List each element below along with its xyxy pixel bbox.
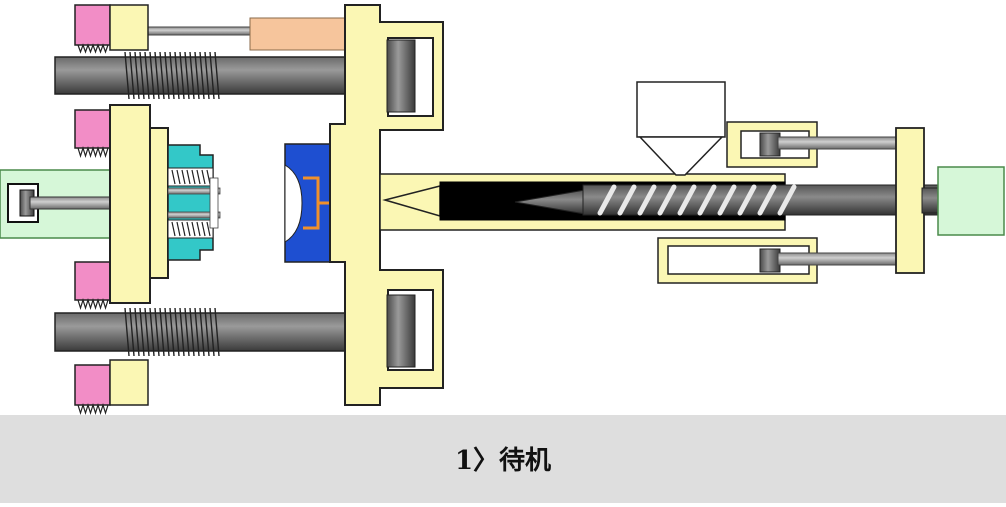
hopper (636, 81, 726, 176)
fixed-mold-half (284, 143, 331, 263)
upper-actuator (147, 17, 346, 51)
step-caption: 1〉待机 (454, 446, 552, 476)
fixed-platen (329, 4, 444, 406)
clamp-cylinder (0, 169, 116, 239)
moving-mold-half (167, 144, 221, 261)
caption-bar (0, 415, 1006, 503)
moving-platen (109, 104, 169, 304)
tie-bars (54, 51, 356, 357)
drive-motor (921, 166, 1005, 236)
injection-rear-plate (895, 127, 925, 274)
screw (514, 184, 939, 216)
gate-mark (303, 176, 330, 230)
